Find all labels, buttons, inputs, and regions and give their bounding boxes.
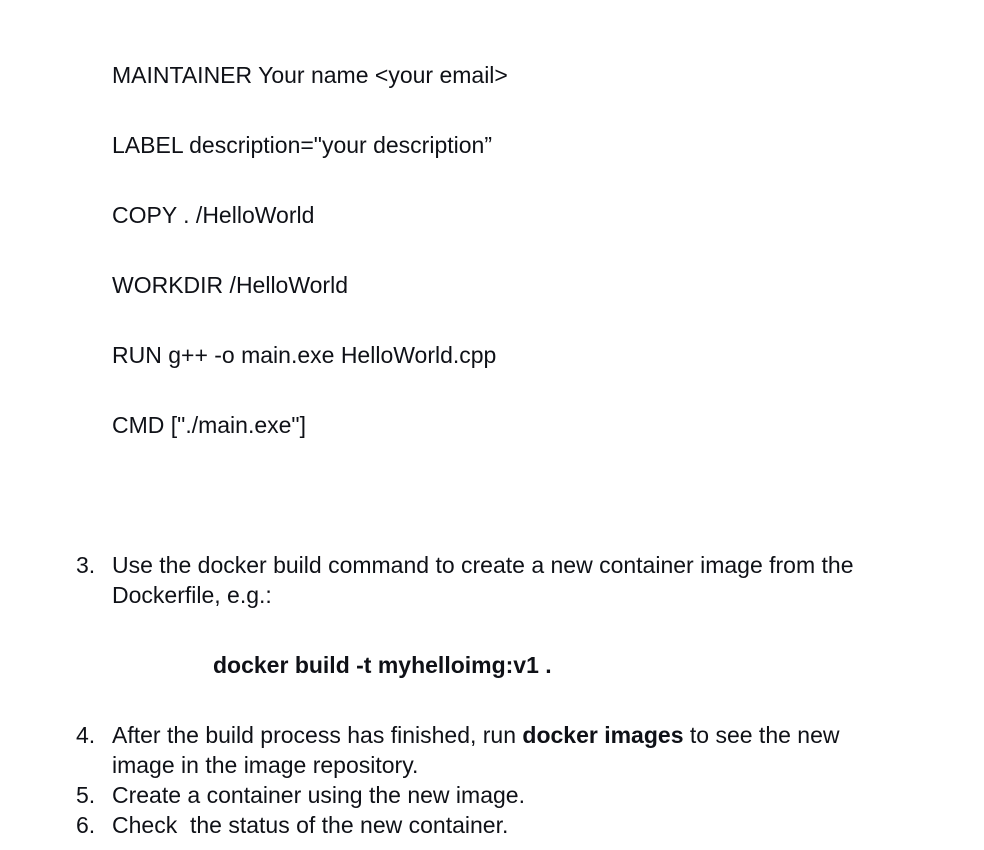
step-text-line1: Use the docker build command to create a… [112, 552, 854, 578]
dockerfile-maintainer-line: MAINTAINER Your name <your email> [112, 62, 508, 88]
step-text-line2: Dockerfile, e.g.: [112, 582, 272, 608]
dockerfile-copy-line: COPY . /HelloWorld [112, 202, 315, 228]
step-number: 5. [76, 782, 96, 808]
dockerfile-run-line: RUN g++ -o main.exe HelloWorld.cpp [112, 342, 497, 368]
step-text-before: After the build process has finished, ru… [112, 722, 523, 748]
docker-images-command: docker images [522, 722, 684, 748]
step-text-after: to see the new [683, 722, 840, 748]
dockerfile-workdir-line: WORKDIR /HelloWorld [112, 272, 348, 298]
dockerfile-cmd-line: CMD ["./main.exe"] [112, 412, 306, 438]
dockerfile-label-line: LABEL description="your description” [112, 132, 492, 158]
step-number: 3. [76, 552, 96, 578]
step-text: Create a container using the new image. [112, 782, 525, 808]
step-number: 4. [76, 722, 96, 748]
step-text-line1: After the build process has finished, ru… [112, 720, 840, 750]
step-text-line2: image in the image repository. [112, 752, 419, 778]
step-text: Check the status of the new container. [112, 812, 509, 838]
docker-build-command: docker build -t myhelloimg:v1 . [213, 652, 552, 678]
step-number: 6. [76, 812, 96, 838]
